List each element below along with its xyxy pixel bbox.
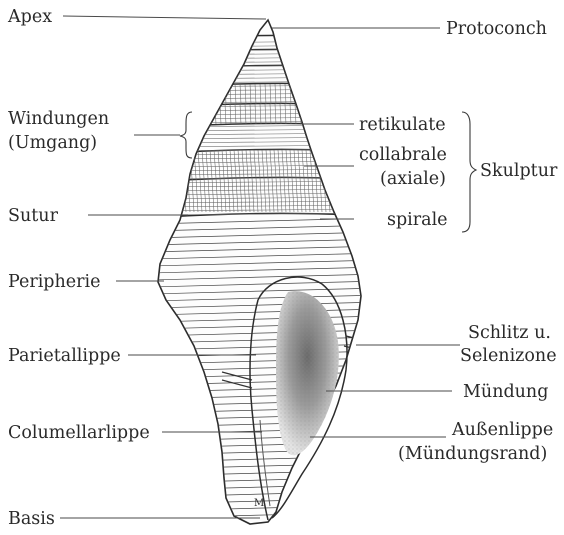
label-apex: Apex — [7, 7, 52, 27]
label-protoconch: Protoconch — [446, 19, 547, 39]
axial-rib — [200, 104, 201, 124]
axial-rib — [330, 150, 332, 178]
label-retikulate: retikulate — [359, 115, 446, 135]
label-axiale: (axiale) — [380, 169, 446, 189]
label-windungen: Windungen — [8, 109, 109, 129]
label-parietallippe: Parietallippe — [8, 346, 121, 366]
label-peripherie: Peripherie — [8, 272, 100, 292]
axial-rib — [180, 178, 182, 212]
windungen-brace — [180, 112, 192, 158]
axial-rib — [326, 150, 328, 178]
label-umgang: (Umgang) — [8, 133, 97, 153]
axial-rib — [310, 84, 311, 104]
signature: M — [254, 498, 264, 509]
axial-rib — [215, 84, 216, 104]
axial-rib — [310, 104, 311, 124]
axial-rib — [205, 104, 206, 124]
label-schlitz: Schlitz u. — [468, 323, 551, 343]
label-skulptur: Skulptur — [480, 161, 558, 181]
axial-rib — [220, 84, 221, 104]
axial-rib — [320, 104, 321, 124]
label-spirale: spirale — [387, 210, 448, 230]
label-muendungsrand: (Mündungsrand) — [398, 444, 547, 464]
label-sutur: Sutur — [8, 206, 59, 226]
skulptur-brace — [462, 112, 476, 232]
aperture-stipple — [276, 291, 339, 455]
axial-rib — [305, 104, 306, 124]
label-aussenlippe: Außenlippe — [451, 420, 553, 440]
axial-rib — [315, 104, 316, 124]
label-columellarlippe: Columellarlippe — [8, 423, 150, 443]
axial-rib — [210, 104, 211, 124]
axial-rib — [322, 150, 324, 178]
axial-rib — [305, 84, 306, 104]
axial-rib — [300, 84, 301, 104]
shell-body: M — [150, 20, 380, 524]
label-selenizone: Selenizone — [460, 346, 557, 366]
leader-apex — [63, 16, 266, 19]
label-collabrale: collabrale — [359, 145, 447, 165]
label-basis: Basis — [8, 509, 55, 529]
label-muendung: Mündung — [463, 382, 548, 402]
